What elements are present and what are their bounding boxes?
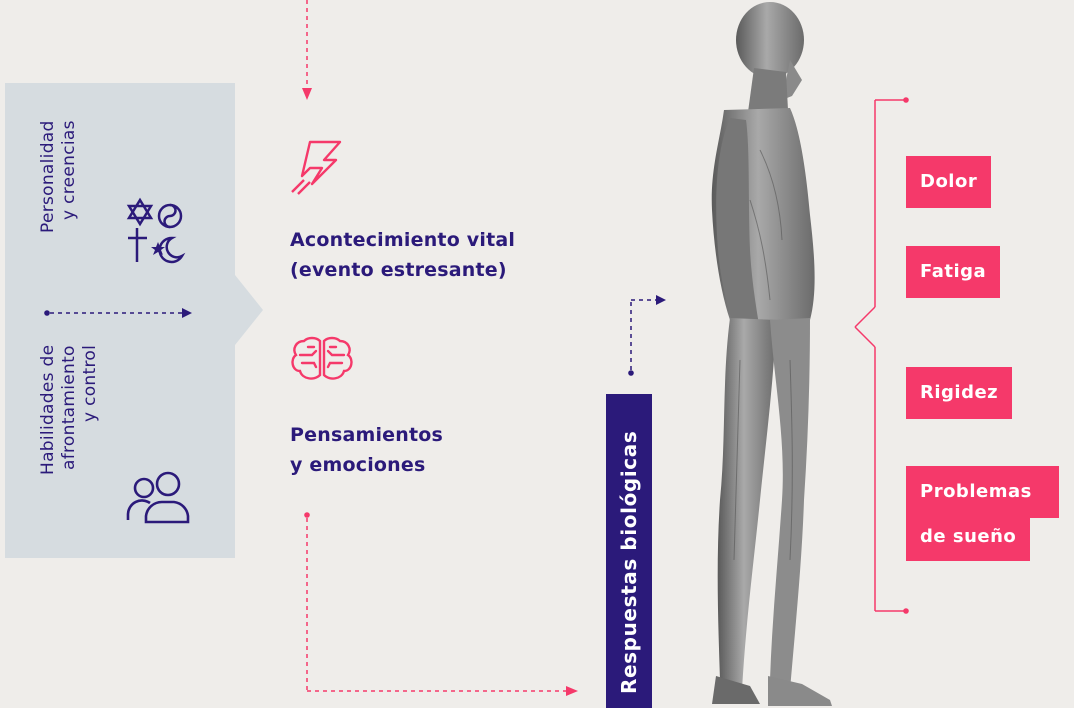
personality-label: Personalidad y creencias xyxy=(38,120,80,270)
event-text: Acontecimiento vital (evento estresante) xyxy=(290,225,515,285)
symptom-de-sueno: de sueño xyxy=(906,513,1030,561)
human-muscle-anatomy-figure xyxy=(690,0,850,708)
symptoms-bracket xyxy=(850,95,910,620)
bottom-dotted-arrow xyxy=(302,510,582,700)
top-dotted-arrow xyxy=(299,0,315,104)
coping-label-line1: Habilidades de xyxy=(38,345,59,535)
symptom-problemas: Problemas xyxy=(906,466,1059,518)
event-text-line2: (evento estresante) xyxy=(290,255,515,285)
brain-icon xyxy=(290,335,354,385)
coping-label-line2: afrontamiento xyxy=(59,345,80,535)
thoughts-text: Pensamientos y emociones xyxy=(290,420,443,480)
event-text-line1: Acontecimiento vital xyxy=(290,225,515,255)
bio-response-label: Respuestas biológicas xyxy=(606,394,652,706)
personality-label-line2: y creencias xyxy=(59,120,80,270)
bio-dotted-arrow xyxy=(626,292,670,378)
personality-label-line1: Personalidad xyxy=(38,120,59,270)
thoughts-text-line2: y emociones xyxy=(290,450,443,480)
symptom-fatiga: Fatiga xyxy=(906,246,1000,298)
religion-symbols-icon xyxy=(120,198,188,266)
coping-label-line3: y control xyxy=(80,345,101,535)
panel-pointer xyxy=(235,275,263,345)
lightning-icon xyxy=(288,140,342,196)
thoughts-text-line1: Pensamientos xyxy=(290,420,443,450)
symptom-dolor: Dolor xyxy=(906,156,991,208)
people-icon xyxy=(124,470,190,526)
panel-dotted-arrow xyxy=(44,306,194,322)
coping-label: Habilidades de afrontamiento y control xyxy=(38,345,101,535)
symptom-rigidez: Rigidez xyxy=(906,367,1012,419)
